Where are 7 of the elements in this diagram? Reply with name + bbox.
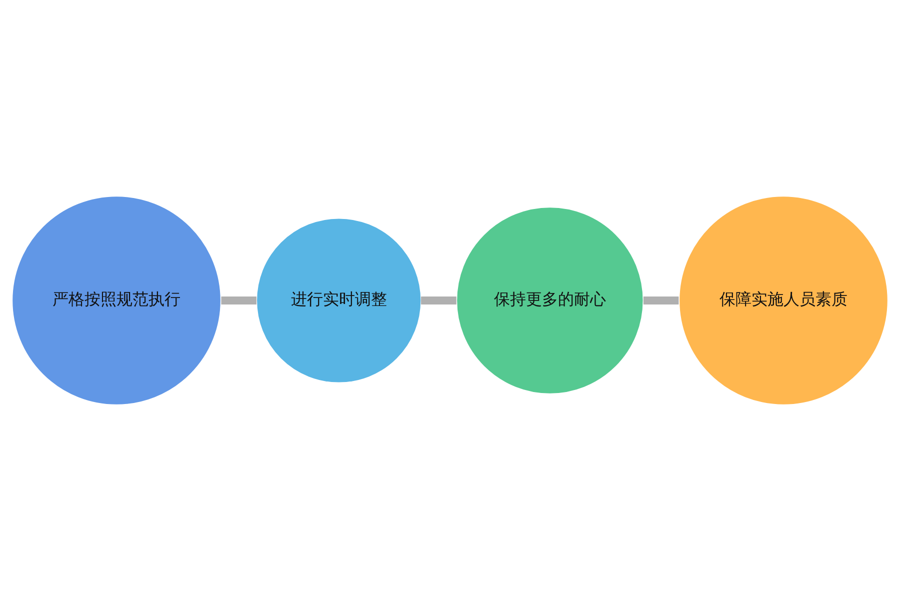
node-circle: 进行实时调整 xyxy=(256,217,422,383)
node-circle: 严格按照规范执行 xyxy=(12,195,222,405)
connector xyxy=(643,296,679,304)
node-circle: 保障实施人员素质 xyxy=(678,195,888,405)
connector xyxy=(221,296,256,304)
connector xyxy=(420,296,456,304)
node-circle: 保持更多的耐心 xyxy=(456,206,644,394)
